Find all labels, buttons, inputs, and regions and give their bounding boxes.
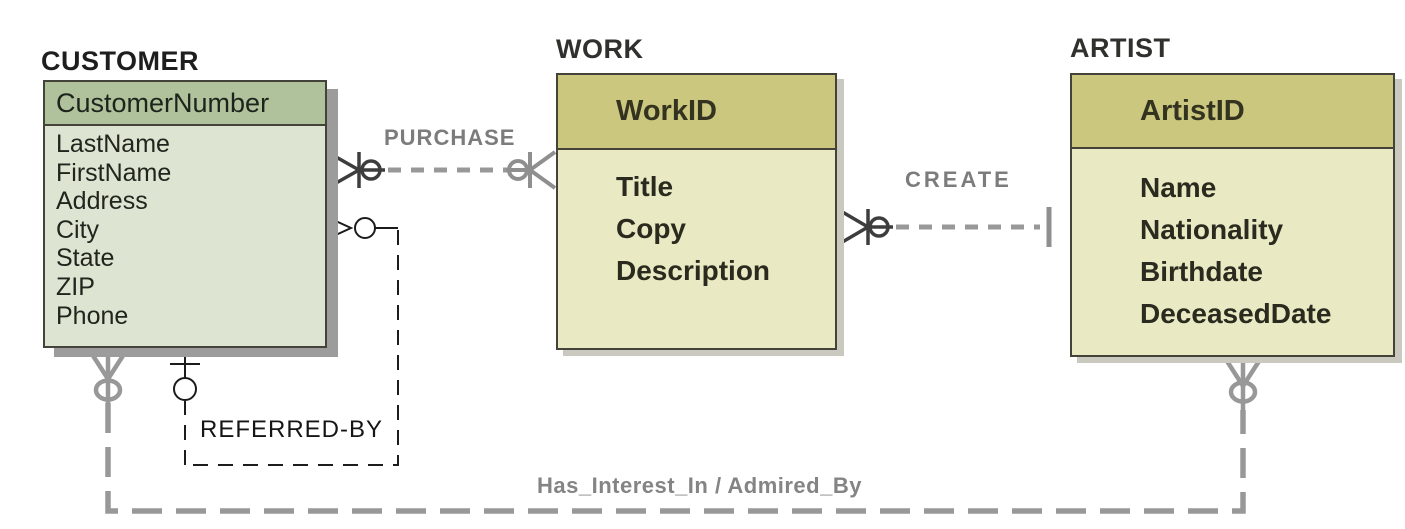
attribute-row: Name (1140, 172, 1217, 203)
optional-circle-icon (173, 377, 197, 401)
purchase-connector (328, 150, 557, 190)
entity-artist-attributes: Name Nationality Birthdate DeceasedDate (1072, 149, 1393, 335)
relationship-label-has-interest: Has_Interest_In / Admired_By (537, 473, 862, 498)
crow-foot-zero-many-icon (88, 349, 128, 403)
attribute-row: ZIP (56, 272, 95, 301)
entity-artist: ArtistID Name Nationality Birthdate Dece… (1070, 73, 1395, 357)
crow-foot-zero-many-icon (1223, 356, 1263, 410)
entity-customer: CustomerNumber LastName FirstName Addres… (43, 80, 327, 348)
relationship-label-purchase: PURCHASE (384, 125, 516, 150)
attribute-row: Title (616, 171, 674, 202)
relationship-label-referred-by: REFERRED-BY (200, 416, 384, 443)
attribute-row: Address (56, 187, 148, 216)
entity-work-attributes: Title Copy Description (558, 150, 835, 292)
attribute-row: DeceasedDate (1140, 298, 1332, 329)
crow-foot-zero-many-icon (326, 216, 354, 240)
attribute-row: City (56, 215, 100, 244)
crow-foot-zero-many-icon (328, 151, 385, 189)
attribute-row: Phone (56, 301, 129, 330)
entity-work-key: WorkID (558, 75, 835, 150)
attribute-row: Nationality (1140, 214, 1284, 245)
entity-title-customer: CUSTOMER (41, 46, 200, 76)
attribute-row: State (56, 244, 115, 273)
entity-title-work: WORK (556, 34, 644, 64)
entity-work: WorkID Title Copy Description (556, 73, 837, 350)
crow-foot-zero-many-icon (838, 208, 893, 246)
create-connector (838, 207, 1052, 247)
attribute-row: LastName (56, 130, 170, 158)
entity-customer-attributes: LastName FirstName Address City State ZI… (45, 126, 325, 330)
relationship-label-create: CREATE (905, 167, 1012, 192)
entity-customer-key: CustomerNumber (45, 82, 325, 126)
entity-artist-key: ArtistID (1072, 75, 1393, 149)
attribute-row: Copy (616, 213, 686, 244)
entity-title-artist: ARTIST (1070, 33, 1171, 63)
attribute-row: FirstName (56, 158, 172, 187)
attribute-row: Birthdate (1140, 256, 1263, 287)
attribute-row: Description (616, 255, 771, 286)
crow-foot-zero-many-icon (506, 150, 557, 190)
